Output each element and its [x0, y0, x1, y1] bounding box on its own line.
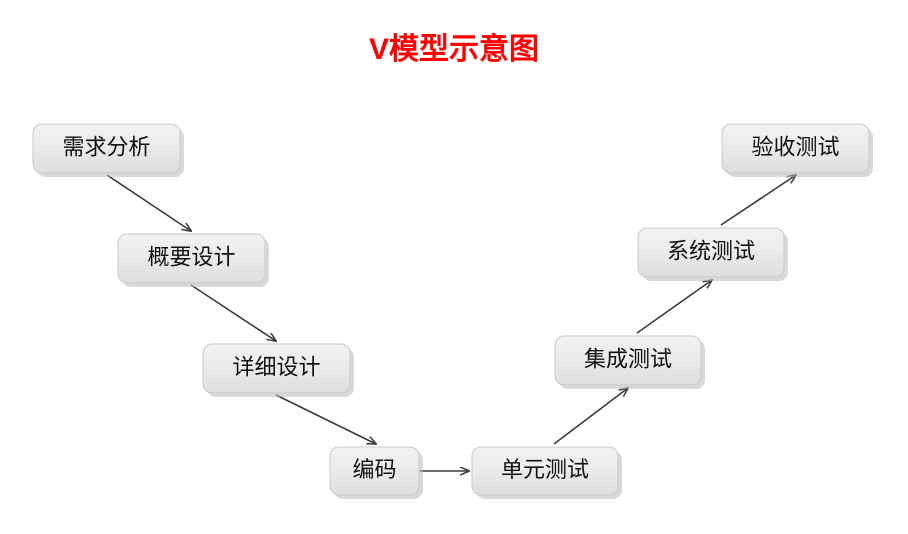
node-box[interactable] [471, 446, 619, 496]
node-system-test[interactable]: 系统测试 [637, 227, 788, 281]
node-label: 系统测试 [667, 239, 755, 264]
node-acceptance-test[interactable]: 验收测试 [721, 123, 873, 177]
node-label: 详细设计 [232, 355, 320, 380]
arrow-system-test-to-acceptance-test [720, 175, 796, 226]
edges-layer [106, 174, 796, 471]
node-box[interactable] [117, 233, 266, 284]
arrow-unit-test-to-integration-test [553, 388, 628, 445]
node-box[interactable] [554, 335, 702, 386]
node-unit-test[interactable]: 单元测试 [471, 446, 622, 499]
node-label: 概要设计 [147, 245, 235, 270]
node-label: 单元测试 [501, 457, 589, 482]
node-label: 需求分析 [62, 135, 150, 160]
node-box[interactable] [721, 123, 870, 174]
page-title: V模型示意图 [368, 33, 539, 66]
node-box[interactable] [202, 343, 351, 394]
node-integration-test[interactable]: 集成测试 [554, 335, 705, 389]
node-coding[interactable]: 编码 [329, 446, 423, 499]
arrow-integration-test-to-system-test [636, 280, 712, 334]
node-box[interactable] [329, 446, 420, 496]
node-label: 编码 [352, 457, 396, 482]
arrow-outline-design-to-detailed-design [190, 284, 276, 341]
node-detailed-design[interactable]: 详细设计 [202, 343, 354, 397]
node-box[interactable] [32, 123, 181, 174]
node-requirements-analysis[interactable]: 需求分析 [32, 123, 184, 177]
node-label: 验收测试 [751, 135, 839, 160]
node-label: 集成测试 [584, 347, 672, 372]
arrow-requirements-analysis-to-outline-design [106, 174, 191, 231]
node-outline-design[interactable]: 概要设计 [117, 233, 269, 287]
arrow-detailed-design-to-coding [275, 394, 376, 444]
node-box[interactable] [637, 227, 785, 278]
